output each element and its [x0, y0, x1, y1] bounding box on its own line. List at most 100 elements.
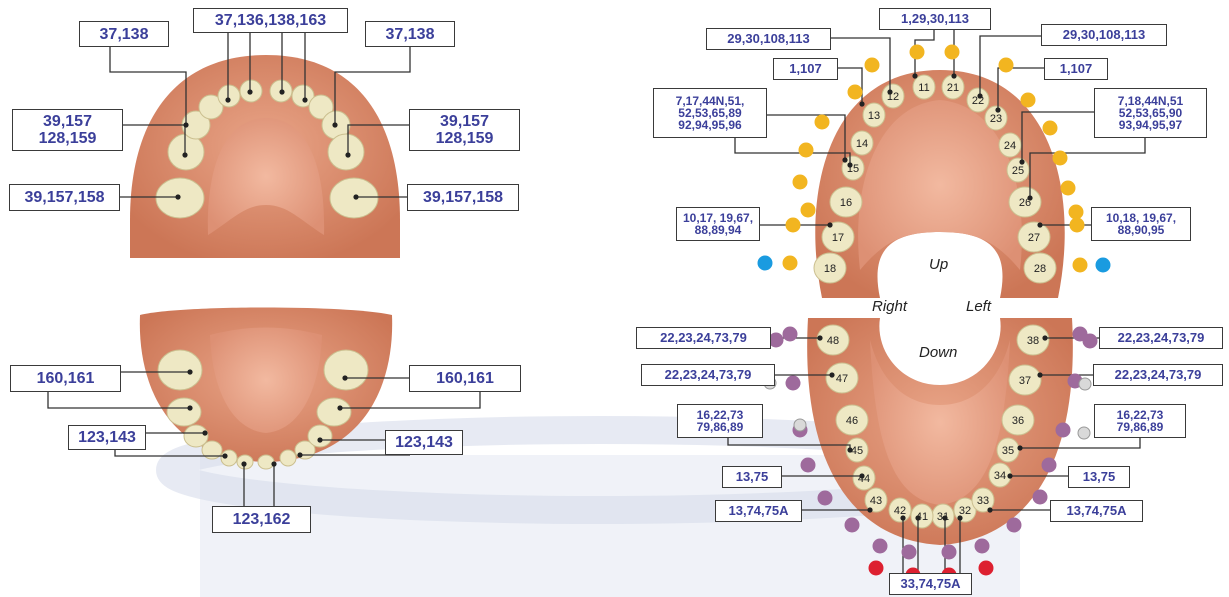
grey-dot [1079, 378, 1091, 390]
purple-dot [801, 458, 816, 473]
purple-dot [975, 539, 990, 554]
lower-tooth [258, 455, 274, 469]
yellow-dot [848, 85, 863, 100]
label-teeth-26-27: 10,18, 19,67, 88,90,95 [1091, 207, 1191, 241]
yellow-dot [1053, 151, 1068, 166]
label-tooth-22: 29,30,108,113 [1041, 24, 1167, 46]
anchor-point [317, 437, 322, 442]
anchor-point [842, 157, 847, 162]
tooth-number-24: 24 [1004, 140, 1016, 152]
label-teeth-16-17: 10,17, 19,67, 88,89,94 [676, 207, 760, 241]
yellow-dot [1073, 258, 1088, 273]
yellow-dot [1043, 121, 1058, 136]
anchor-point [222, 453, 227, 458]
tooth-number-32: 32 [959, 505, 971, 517]
yellow-dot [1070, 218, 1085, 233]
anchor-point [297, 452, 302, 457]
tooth-number-35: 35 [1002, 445, 1014, 457]
tooth-number-23: 23 [990, 113, 1002, 125]
label-tooth-13: 1,107 [773, 58, 838, 80]
anchor-point [1007, 473, 1012, 478]
tooth-number-21: 21 [947, 82, 959, 94]
purple-dot [1007, 518, 1022, 533]
anchor-point [817, 335, 822, 340]
lower-tooth [308, 425, 332, 447]
grey-dot [1078, 427, 1090, 439]
label-teeth-24-25: 7,18,44N,51 52,53,65,90 93,94,95,97 [1094, 88, 1207, 138]
anchor-point [342, 375, 347, 380]
anchor-point [337, 405, 342, 410]
orientation-down: Down [919, 344, 957, 361]
tooth-number-17: 17 [832, 232, 844, 244]
yellow-dot [1061, 181, 1076, 196]
lower-tooth [317, 398, 351, 426]
purple-dot [1042, 458, 1057, 473]
tooth-number-45: 45 [851, 445, 863, 457]
anchor-point [353, 194, 358, 199]
label-upper-left-premolar: 39,157 128,159 [12, 109, 123, 151]
tooth-number-27: 27 [1028, 232, 1040, 244]
lower-tooth [280, 450, 296, 466]
label-teeth-14-15: 7,17,44N,51, 52,53,65,89 92,94,95,96 [653, 88, 767, 138]
tooth-number-36: 36 [1012, 415, 1024, 427]
label-tooth-37: 22,23,24,73,79 [1093, 364, 1223, 386]
label-tooth-44: 13,75 [722, 466, 782, 488]
anchor-point [829, 372, 834, 377]
purple-dot [1083, 334, 1098, 349]
label-tooth-38: 22,23,24,73,79 [1099, 327, 1223, 349]
yellow-dot [945, 45, 960, 60]
tooth-number-11: 11 [918, 82, 929, 94]
purple-dot [902, 545, 917, 560]
orientation-left: Left [966, 298, 991, 315]
purple-dot [845, 518, 860, 533]
tooth-number-31: 31 [937, 511, 949, 523]
label-lower-right-premolar: 123,143 [385, 430, 463, 455]
tooth-number-46: 46 [846, 415, 858, 427]
tooth-number-16: 16 [840, 197, 852, 209]
tooth-number-25: 25 [1012, 165, 1024, 177]
red-dot [979, 561, 994, 576]
anchor-point [279, 89, 284, 94]
tooth-number-22: 22 [972, 95, 984, 107]
yellow-dot [999, 58, 1014, 73]
label-tooth-33: 13,74,75A [1050, 500, 1143, 522]
purple-dot [873, 539, 888, 554]
anchor-point [182, 152, 187, 157]
tooth-number-13: 13 [868, 110, 880, 122]
upper-tooth [168, 134, 204, 170]
lower-tooth [158, 350, 202, 390]
label-tooth-43: 13,74,75A [715, 500, 802, 522]
anchor-point [187, 369, 192, 374]
tooth-number-43: 43 [870, 495, 882, 507]
yellow-dot [783, 256, 798, 271]
anchor-point [183, 122, 188, 127]
anchor-point [332, 122, 337, 127]
anchor-point [867, 507, 872, 512]
label-lower-left-molar: 160,161 [10, 365, 121, 392]
orientation-up: Up [929, 256, 948, 273]
anchor-point [951, 73, 956, 78]
anchor-point [1042, 335, 1047, 340]
yellow-dot [910, 45, 925, 60]
tooth-number-28: 28 [1034, 263, 1046, 275]
anchor-point [1037, 372, 1042, 377]
purple-dot [1033, 490, 1048, 505]
label-lower-right-molar: 160,161 [409, 365, 521, 392]
label-upper-incisors: 37,136,138,163 [193, 8, 348, 33]
yellow-dot [1069, 205, 1084, 220]
label-tooth-36: 16,22,73 79,86,89 [1094, 404, 1186, 438]
label-lower-incisors: 123,162 [212, 506, 311, 533]
grey-dot [794, 419, 806, 431]
yellow-dot [865, 58, 880, 73]
label-upper-right-front: 37,138 [365, 21, 455, 47]
leader-line [831, 38, 890, 92]
anchor-point [247, 89, 252, 94]
anchor-point [1017, 445, 1022, 450]
purple-dot [783, 327, 798, 342]
lower-tooth [167, 398, 201, 426]
tooth-number-33: 33 [977, 495, 989, 507]
yellow-dot [799, 143, 814, 158]
label-tooth-34: 13,75 [1068, 466, 1130, 488]
anchor-point [859, 101, 864, 106]
